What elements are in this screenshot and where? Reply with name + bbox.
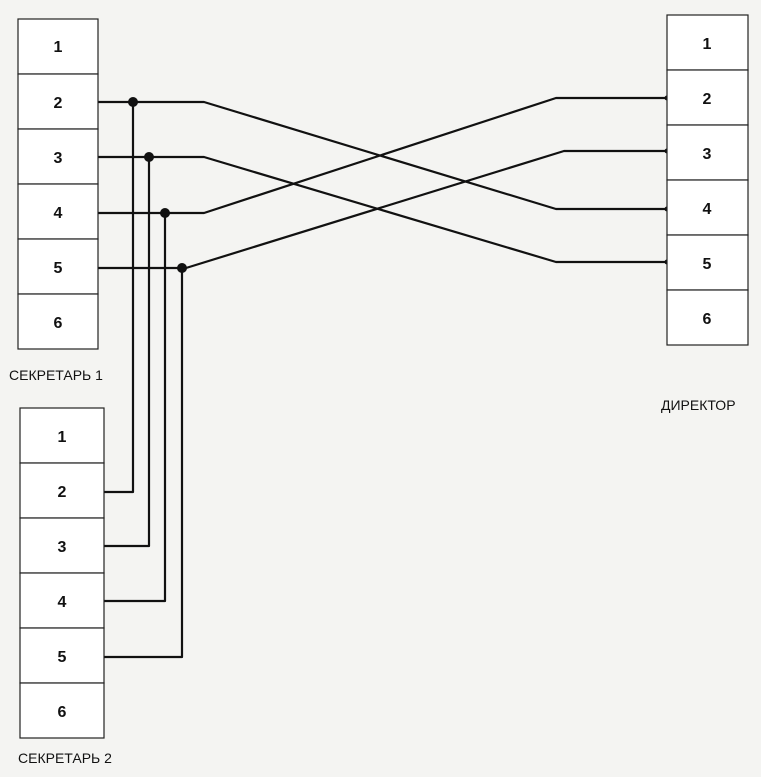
pin-cell: 3 (19, 517, 105, 574)
pin-cell: 1 (17, 18, 99, 75)
pin-number: 2 (703, 91, 712, 108)
pin-cell: 6 (666, 289, 749, 346)
wire-tap-sec2-3 (102, 155, 151, 548)
pin-cell: 5 (19, 627, 105, 684)
block-secretary-2: 1 2 3 4 5 6 СЕКРЕТАРЬ 2 (18, 407, 112, 766)
pin-cell: 5 (666, 234, 749, 291)
pin-number: 2 (54, 95, 63, 112)
pin-cell: 2 (666, 69, 749, 126)
pin-number: 6 (703, 311, 712, 328)
block-label: ДИРЕКТОР (661, 397, 736, 413)
pin-cell: 6 (17, 293, 99, 350)
pin-number: 1 (703, 36, 712, 53)
block-label: СЕКРЕТАРЬ 2 (18, 750, 112, 766)
wire-sec1-4-to-dir-2 (96, 96, 669, 215)
junction-dot (128, 97, 138, 107)
pin-cell: 4 (17, 183, 99, 240)
pin-number: 5 (703, 256, 712, 273)
pin-cell: 4 (666, 179, 749, 236)
pin-number: 2 (58, 484, 67, 501)
pin-number: 4 (58, 594, 67, 611)
pin-cell: 2 (17, 73, 99, 130)
pin-number: 6 (54, 315, 63, 332)
pin-number: 3 (703, 146, 712, 163)
pin-number: 1 (54, 39, 63, 56)
pin-number: 5 (58, 649, 67, 666)
junction-dot (177, 263, 187, 273)
pin-number: 4 (703, 201, 712, 218)
pin-number: 3 (58, 539, 67, 556)
wire-tap-sec2-5 (102, 266, 184, 659)
pin-number: 1 (58, 429, 67, 446)
pin-number: 3 (54, 150, 63, 167)
block-secretary-1: 1 2 3 4 5 6 СЕКРЕТАРЬ 1 (9, 18, 103, 383)
pin-cell: 2 (19, 462, 105, 519)
wire-tap-sec2-4 (102, 211, 167, 603)
pin-cell: 4 (19, 572, 105, 629)
wire-tap-sec2-2 (102, 100, 135, 494)
block-director: 1 2 3 4 5 6 ДИРЕКТОР (661, 14, 749, 413)
wire-sec1-5-to-dir-3 (96, 149, 669, 270)
pin-cell: 1 (666, 14, 749, 71)
pin-cell: 3 (666, 124, 749, 181)
pin-cell: 3 (17, 128, 99, 185)
pin-cell: 1 (19, 407, 105, 464)
junction-dot (160, 208, 170, 218)
pin-number: 5 (54, 260, 63, 277)
pin-number: 6 (58, 704, 67, 721)
block-label: СЕКРЕТАРЬ 1 (9, 367, 103, 383)
junction-dot (144, 152, 154, 162)
pin-number: 4 (54, 205, 63, 222)
pin-cell: 5 (17, 238, 99, 295)
wires (96, 95, 670, 659)
pin-cell: 6 (19, 682, 105, 739)
